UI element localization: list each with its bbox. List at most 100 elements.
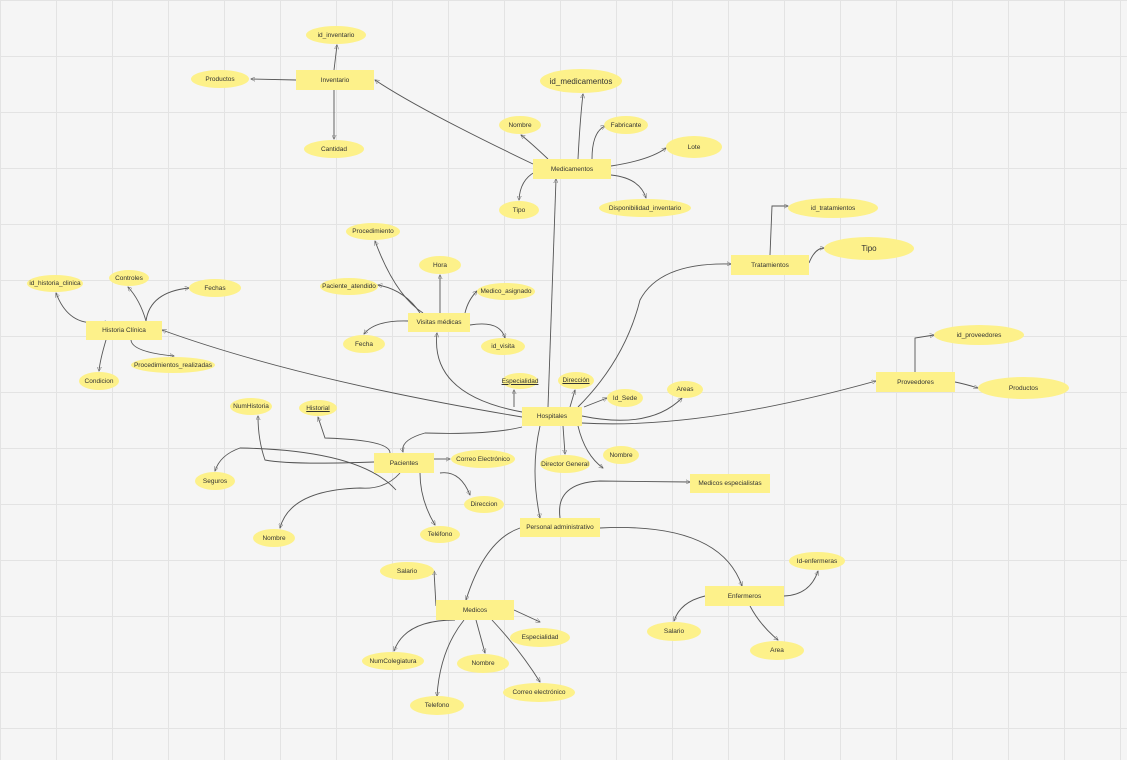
- attr-pacientes-nombre[interactable]: Nombre: [253, 529, 295, 547]
- connector-arrow: [610, 148, 666, 167]
- connector-arrow: [375, 80, 534, 165]
- connector-arrow: [251, 79, 297, 80]
- connector-arrow: [521, 135, 549, 160]
- connector-arrow: [130, 339, 174, 356]
- connector-group: [56, 45, 978, 696]
- connector-arrow: [437, 333, 523, 413]
- entity-inventario[interactable]: Inventario: [296, 70, 374, 90]
- connector-arrow: [569, 390, 575, 408]
- connector-arrow: [563, 425, 565, 454]
- connector-arrow: [749, 605, 778, 640]
- connector-arrow: [577, 425, 603, 468]
- connector-arrow: [439, 472, 470, 495]
- connector-arrow: [99, 339, 107, 371]
- connector-arrow: [333, 45, 337, 71]
- attr-medicos-salario[interactable]: Salario: [380, 562, 434, 580]
- attr-visitas-hora[interactable]: Hora: [419, 256, 461, 274]
- connector-arrow: [469, 323, 505, 338]
- attr-inventario-productos[interactable]: Productos: [191, 70, 249, 88]
- connector-arrow: [599, 527, 742, 586]
- attr-medicos-numcolegiatura[interactable]: NumColegiatura: [362, 652, 424, 670]
- connector-arrow: [56, 293, 107, 324]
- attr-hospitales-director[interactable]: Director General: [540, 455, 590, 473]
- connector-arrow: [581, 381, 876, 425]
- attr-enfermeros-id[interactable]: Id-enfermeras: [789, 552, 845, 570]
- attr-visitas-medico-asignado[interactable]: Medico_asignado: [477, 283, 535, 300]
- entity-medicos[interactable]: Medicos: [436, 600, 514, 620]
- connector-arrow: [437, 619, 465, 696]
- connector-arrow: [375, 241, 424, 314]
- attr-historia-id[interactable]: id_historia_clinica: [27, 275, 83, 292]
- entity-historia-clinica[interactable]: Historia Clínica: [86, 321, 162, 340]
- attr-pacientes-telefono[interactable]: Teléfono: [420, 526, 460, 543]
- attr-proveedores-id[interactable]: id_proveedores: [934, 325, 1024, 345]
- attr-visitas-procedimiento[interactable]: Procedimiento: [346, 223, 400, 240]
- connector-arrow: [577, 264, 731, 408]
- attr-visitas-id-visita[interactable]: id_visita: [481, 338, 525, 355]
- connector-arrow: [364, 320, 409, 334]
- entity-hospitales[interactable]: Hospitales: [522, 407, 582, 426]
- connector-arrow: [491, 619, 540, 682]
- attr-medicos-telefono[interactable]: Telefono: [410, 696, 464, 715]
- attr-historia-fechas[interactable]: Fechas: [189, 279, 241, 297]
- entity-medicamentos[interactable]: Medicamentos: [533, 159, 611, 179]
- connector-arrow: [577, 94, 583, 160]
- attr-medicos-correo[interactable]: Correo electrónico: [503, 683, 575, 702]
- connector-arrow: [318, 417, 391, 454]
- connector-arrow: [513, 609, 540, 622]
- connector-arrow: [475, 619, 485, 653]
- connector-arrow: [215, 447, 397, 491]
- attr-medicos-nombre[interactable]: Nombre: [457, 654, 509, 673]
- attr-medicamentos-nombre[interactable]: Nombre: [499, 116, 541, 134]
- connector-arrow: [581, 398, 682, 421]
- connector-arrow: [559, 481, 691, 519]
- attr-hospitales-especialidad[interactable]: Especialidad: [502, 373, 538, 389]
- attr-visitas-paciente-atendido[interactable]: Paciente_atendido: [320, 278, 378, 295]
- connector-arrow: [954, 381, 978, 388]
- attr-tratamientos-tipo[interactable]: Tipo: [824, 237, 914, 260]
- attr-historia-procedimientos[interactable]: Procedimientos_realizadas: [131, 357, 215, 373]
- connector-arrow: [394, 619, 456, 651]
- connector-arrow: [534, 425, 540, 518]
- entity-visitas-medicas[interactable]: Visitas médicas: [408, 313, 470, 332]
- attr-medicamentos-lote[interactable]: Lote: [666, 136, 722, 158]
- attr-visitas-fecha[interactable]: Fecha: [343, 335, 385, 353]
- attr-medicamentos-disponibilidad[interactable]: Disponibilidad_inventario: [599, 199, 691, 217]
- attr-hospitales-areas[interactable]: Areas: [667, 381, 703, 398]
- attr-pacientes-seguros[interactable]: Seguros: [195, 472, 235, 490]
- connector-arrow: [914, 335, 934, 372]
- connector-arrow: [610, 174, 646, 198]
- entity-enfermeros[interactable]: Enfermeros: [705, 586, 784, 606]
- connector-arrow: [403, 426, 523, 452]
- attr-inventario-cantidad[interactable]: Cantidad: [304, 140, 364, 158]
- entity-medicos-especialistas[interactable]: Medicos especialistas: [690, 474, 770, 493]
- connector-arrow: [145, 288, 189, 322]
- entity-tratamientos[interactable]: Tratamientos: [731, 255, 809, 275]
- attr-id-medicamentos[interactable]: id_medicamentos: [540, 69, 622, 93]
- connector-arrow: [519, 171, 536, 200]
- attr-enfermeros-salario[interactable]: Salario: [647, 622, 701, 641]
- entity-personal-administrativo[interactable]: Personal administrativo: [520, 518, 600, 537]
- attr-tratamientos-id[interactable]: id_tratamientos: [788, 198, 878, 218]
- attr-medicamentos-fabricante[interactable]: Fabricante: [604, 116, 648, 134]
- attr-id-inventario[interactable]: id_inventario: [306, 26, 366, 44]
- entity-pacientes[interactable]: Pacientes: [374, 453, 434, 473]
- attr-pacientes-correo[interactable]: Correo Electrónico: [451, 450, 515, 468]
- attr-medicamentos-tipo[interactable]: Tipo: [499, 201, 539, 219]
- attr-enfermeros-area[interactable]: Area: [750, 641, 804, 660]
- attr-historia-condicion[interactable]: Condicion: [79, 372, 119, 390]
- attr-pacientes-historial[interactable]: Historial: [299, 400, 337, 416]
- attr-hospitales-direccion[interactable]: Dirección: [558, 372, 594, 389]
- attr-medicos-especialidad[interactable]: Especialidad: [510, 628, 570, 647]
- attr-pacientes-direccion[interactable]: Direccion: [464, 496, 504, 513]
- attr-hospitales-id-sede[interactable]: Id_Sede: [607, 389, 643, 407]
- attr-historia-controles[interactable]: Controles: [109, 270, 149, 286]
- attr-pacientes-numhistoria[interactable]: NumHistoria: [230, 398, 272, 415]
- connector-arrow: [583, 398, 607, 408]
- attr-hospitales-nombre[interactable]: Nombre: [603, 446, 639, 464]
- entity-proveedores[interactable]: Proveedores: [876, 372, 955, 392]
- attr-proveedores-productos[interactable]: Productos: [978, 377, 1069, 399]
- connector-arrow: [258, 416, 375, 464]
